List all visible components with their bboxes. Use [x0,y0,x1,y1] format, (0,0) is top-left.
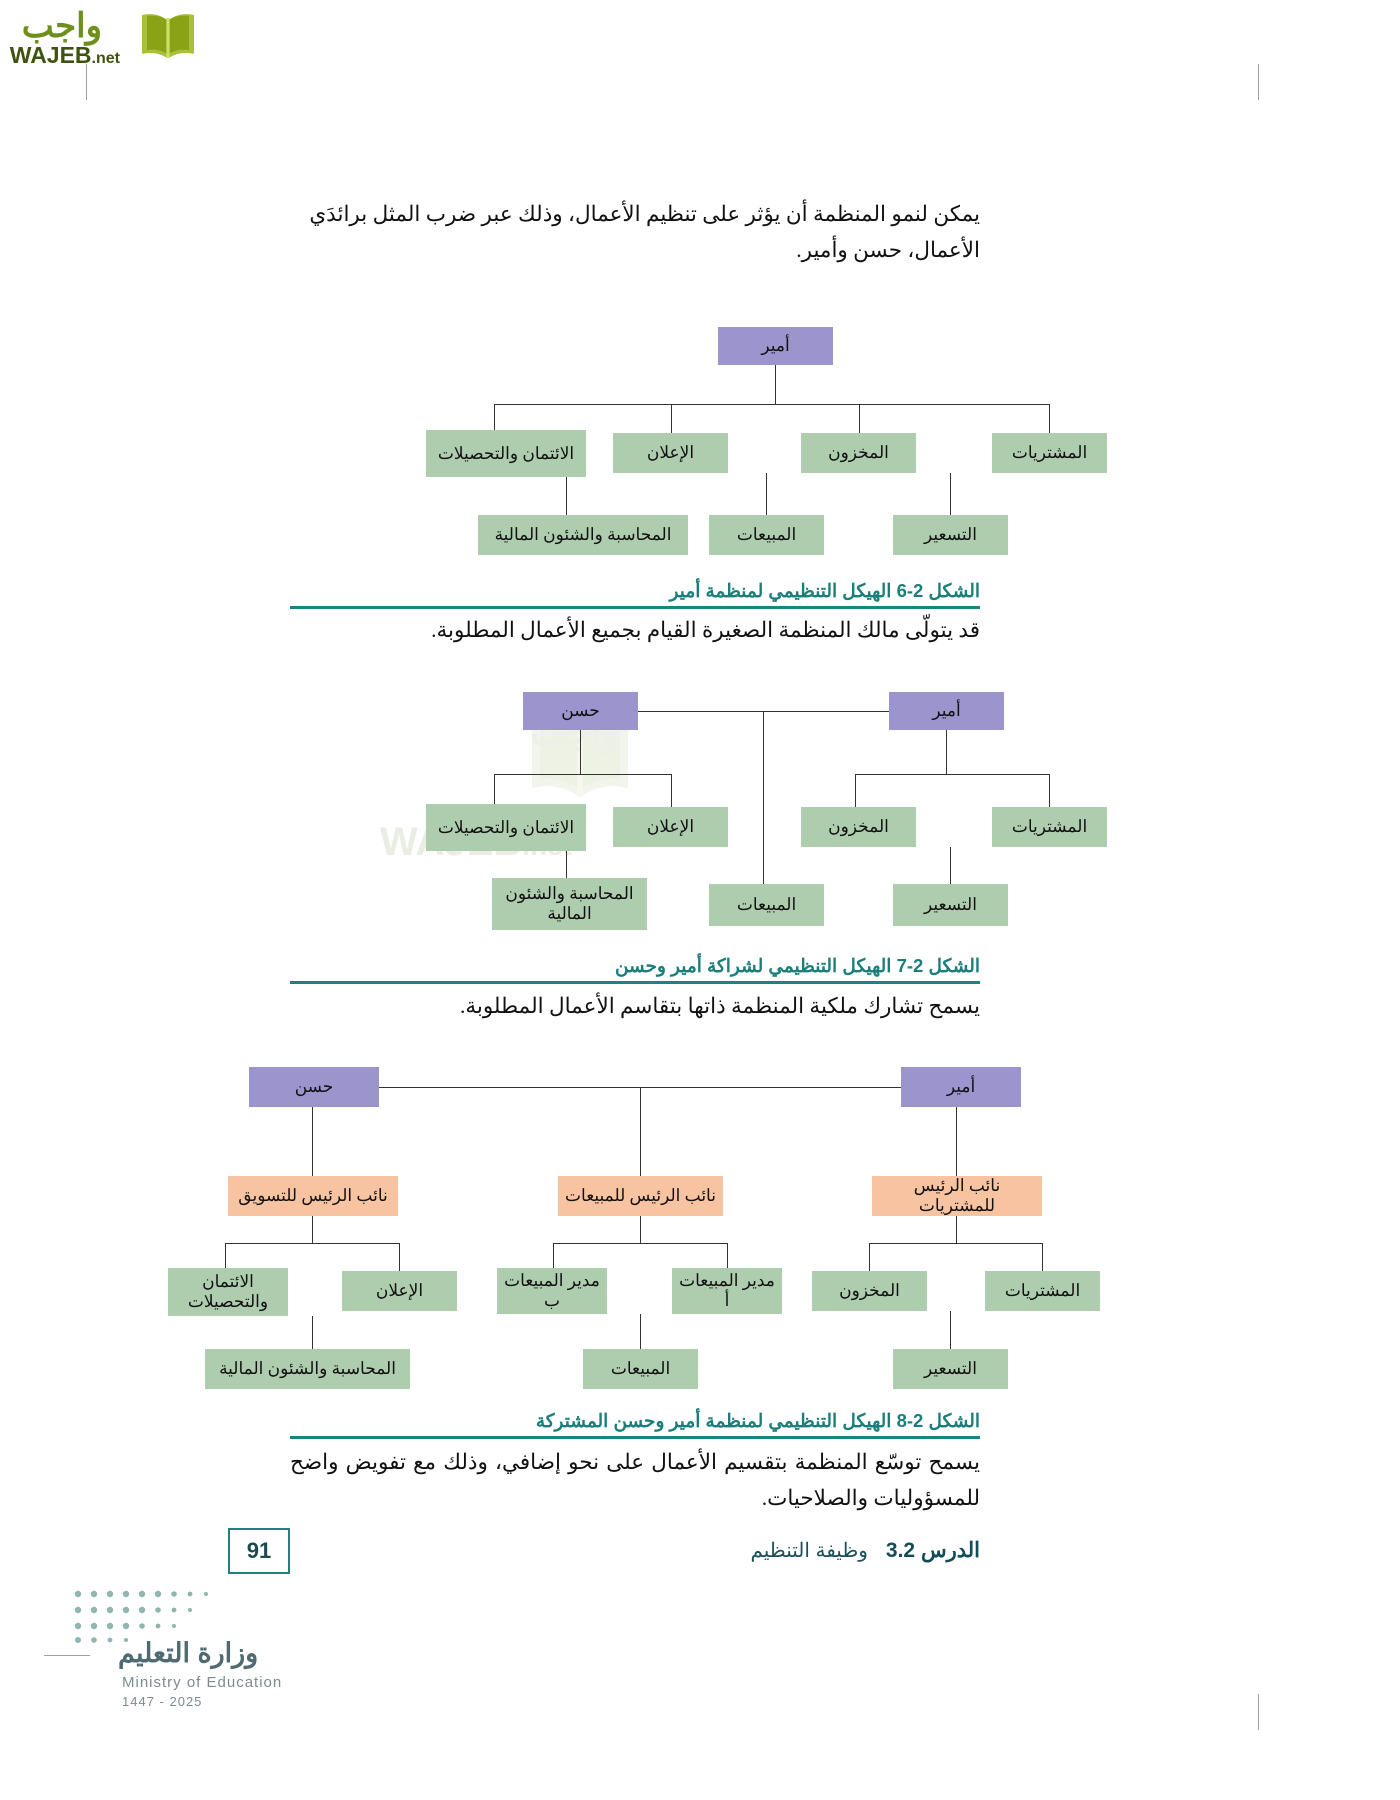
node-ameer-3: أمير [901,1067,1021,1107]
connector [225,1243,227,1271]
figure-rule [290,606,980,609]
node-pricing-3: التسعير [893,1349,1008,1389]
node-sales: المبيعات [709,515,824,555]
connector [727,1243,729,1271]
node-advertising: الإعلان [613,433,728,473]
connector [869,1243,1043,1245]
connector [553,1243,555,1271]
connector [640,1087,642,1176]
connector [956,1107,958,1176]
lesson-title: وظيفة التنظيم [750,1540,868,1562]
connector [553,1243,728,1245]
connector [671,774,673,807]
ministry-years: 2025 - 1447 [122,1694,203,1709]
org-chart-figure-2-8: أمير حسن نائب الرئيس للمشتريات نائب الرئ… [168,1067,1100,1389]
connector [640,1216,642,1244]
lesson-label: الدرس 3.2 [885,1539,980,1562]
connector [775,365,777,405]
connector [312,1107,314,1176]
org-chart-figure-2-7: أمير حسن المشتريات المخزون الإعلان الائت… [426,692,1107,930]
connector [566,851,568,884]
connector [494,404,496,433]
figure-description-2-6: قد يتولّى مالك المنظمة الصغيرة القيام بج… [431,618,980,642]
connector [950,1311,952,1349]
connector [1042,1243,1044,1271]
connector [859,404,861,433]
node-pricing-2: التسعير [893,884,1008,926]
connector [855,774,1050,776]
ministry-of-education-logo: وزارة التعليم Ministry of Education 2025… [60,1590,380,1726]
connector [1049,774,1051,807]
connector [494,774,496,807]
node-inventory: المخزون [801,433,916,473]
connector [956,1216,958,1244]
ministry-name-arabic: وزارة التعليم [118,1638,259,1668]
figure-description-2-7: يسمح تشارك ملكية المنظمة ذاتها بتقاسم ال… [459,994,980,1018]
dot-pattern-icon [74,1590,208,1643]
node-sales-manager-a: مدير المبيعات أ [672,1268,782,1314]
figure-caption-2-8: الشكل 2-8 الهيكل التنظيمي لمنظمة أمير وح… [535,1410,980,1431]
node-credit-collections-3: الائتمان والتحصيلات [168,1268,288,1316]
connector [763,711,765,926]
connector [312,1216,314,1244]
node-hassan-2: حسن [523,692,638,730]
crop-mark [86,64,87,100]
connector [399,1243,401,1271]
figure-rule [290,1436,980,1439]
node-ameer-2: أمير [889,692,1004,730]
page-number: 91 [228,1528,290,1574]
node-sales-3: المبيعات [583,1349,698,1389]
footer-lesson: الدرس 3.2 وظيفة التنظيم [750,1538,980,1563]
open-book-icon [142,14,194,58]
wajeb-arabic-wordmark: واجب [21,7,102,45]
crop-mark [1258,64,1259,100]
node-advertising-2: الإعلان [613,807,728,847]
figure-caption-2-6: الشكل 2-6 الهيكل التنظيمي لمنظمة أمير [669,580,980,601]
node-accounting-finance-2: المحاسبة والشئون المالية [492,878,647,930]
wajeb-watermark-logo: واجب WAJEB.net [8,4,198,68]
node-advertising-3: الإعلان [342,1271,457,1311]
connector [494,774,671,776]
node-purchases-3: المشتريات [985,1271,1100,1311]
wajeb-latin-wordmark: WAJEB.net [9,42,120,68]
node-ameer: أمير [718,327,833,365]
crop-mark [44,1655,90,1656]
connector [671,404,673,433]
org-chart-figure-2-6: أمير المشتريات المخزون الإعلان الائتمان … [0,0,1400,560]
connector [640,1314,642,1349]
intro-paragraph: يمكن لنمو المنظمة أن يؤثر على تنظيم الأع… [309,202,980,262]
connector [766,473,768,515]
node-accounting-finance-3: المحاسبة والشئون المالية [205,1349,410,1389]
connector [494,404,1050,406]
connector [312,1316,314,1349]
figure-rule [290,981,980,984]
node-purchases-2: المشتريات [992,807,1107,847]
connector [225,1243,400,1245]
node-hassan-3: حسن [249,1067,379,1107]
connector [950,847,952,884]
node-credit-collections: الائتمان والتحصيلات [426,430,586,477]
node-credit-collections-2: الائتمان والتحصيلات [426,804,586,851]
node-vp-marketing: نائب الرئيس للتسويق [228,1176,398,1216]
connector [580,730,582,775]
ministry-name-english: Ministry of Education [122,1674,283,1691]
node-sales-manager-b: مدير المبيعات ب [497,1268,607,1314]
node-pricing: التسعير [893,515,1008,555]
node-sales-2: المبيعات [709,884,824,926]
figure-description-2-8: يسمح توسّع المنظمة بتقسيم الأعمال على نح… [290,1450,980,1510]
connector [869,1243,871,1271]
connector [1049,404,1051,433]
node-accounting-finance: المحاسبة والشئون المالية [478,515,688,555]
node-inventory-2: المخزون [801,807,916,847]
figure-caption-2-7: الشكل 2-7 الهيكل التنظيمي لشراكة أمير وح… [614,955,980,976]
node-vp-sales: نائب الرئيس للمبيعات [558,1176,723,1216]
crop-mark [1258,1694,1259,1730]
node-vp-purchases: نائب الرئيس للمشتريات [872,1176,1042,1216]
node-inventory-3: المخزون [812,1271,927,1311]
connector [566,477,568,515]
connector [950,473,952,515]
connector [855,774,857,807]
node-purchases: المشتريات [992,433,1107,473]
connector [946,730,948,775]
